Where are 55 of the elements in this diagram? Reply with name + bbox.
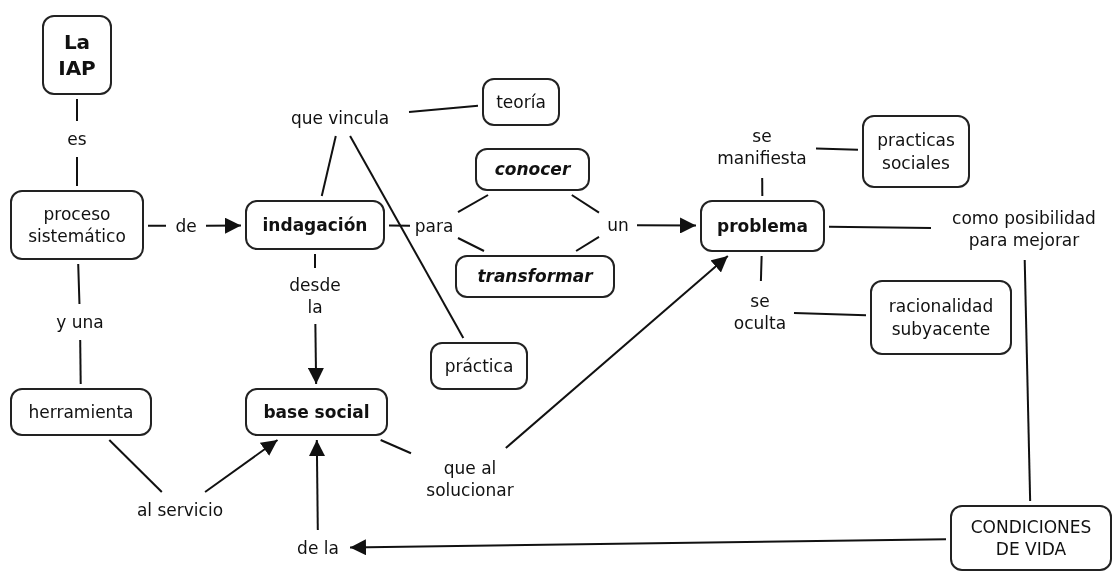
concept-box: herramienta	[10, 388, 152, 436]
concept-box: transformar	[455, 255, 615, 298]
linking-phrase: y una	[50, 308, 110, 336]
connector-line	[320, 135, 337, 197]
linking-phrase: de la	[290, 534, 346, 562]
linking-phrase: de	[170, 212, 202, 240]
connector-line	[828, 225, 932, 229]
concept-box: indagación	[245, 200, 385, 250]
arrow	[205, 217, 242, 234]
connector-line	[108, 439, 163, 493]
connector-line	[79, 339, 82, 385]
concept-box: problema	[700, 200, 825, 252]
linking-phrase: que al solucionar	[415, 452, 525, 506]
connector-line	[147, 224, 167, 227]
connector-line	[815, 147, 859, 151]
connector-line	[379, 439, 412, 455]
connector-line	[408, 104, 479, 113]
arrow	[504, 255, 729, 449]
linking-phrase: desde la	[290, 272, 340, 320]
concept-box: CONDICIONES DE VIDA	[950, 505, 1112, 571]
arrow	[349, 538, 947, 556]
connector-line	[761, 177, 764, 197]
arrow	[204, 439, 279, 493]
connector-line	[77, 263, 81, 305]
concept-box: base social	[245, 388, 388, 436]
connector-line	[457, 194, 490, 214]
concept-box: proceso sistemático	[10, 190, 144, 260]
linking-phrase: es	[62, 125, 92, 153]
concept-box: racionalidad subyacente	[870, 280, 1012, 355]
concept-box: práctica	[430, 342, 528, 390]
connector-line	[575, 235, 600, 252]
arrow	[636, 217, 697, 234]
concept-box: conocer	[475, 148, 590, 191]
connector-line	[1023, 259, 1032, 502]
connector-line	[349, 135, 465, 339]
connector-line	[793, 312, 867, 317]
connector-line	[76, 98, 78, 122]
connector-line	[759, 255, 763, 282]
arrow	[309, 439, 325, 531]
linking-phrase: para	[414, 212, 454, 240]
linking-phrase: al servicio	[130, 496, 230, 524]
linking-phrase: un	[603, 211, 633, 239]
connector-line	[388, 224, 411, 227]
concept-box: teoría	[482, 78, 560, 126]
connector-line	[314, 253, 316, 269]
connector-line	[76, 156, 78, 187]
linking-phrase: se manifiesta	[712, 120, 812, 174]
concept-box: practicas sociales	[862, 115, 970, 188]
linking-phrase: se oculta	[730, 285, 790, 339]
concept-box: La IAP	[42, 15, 112, 95]
linking-phrase: como posibilidad para mejorar	[935, 202, 1113, 256]
connector-line	[457, 237, 485, 252]
linking-phrase: que vincula	[275, 104, 405, 132]
arrow	[307, 323, 324, 385]
connector-line	[570, 194, 600, 214]
